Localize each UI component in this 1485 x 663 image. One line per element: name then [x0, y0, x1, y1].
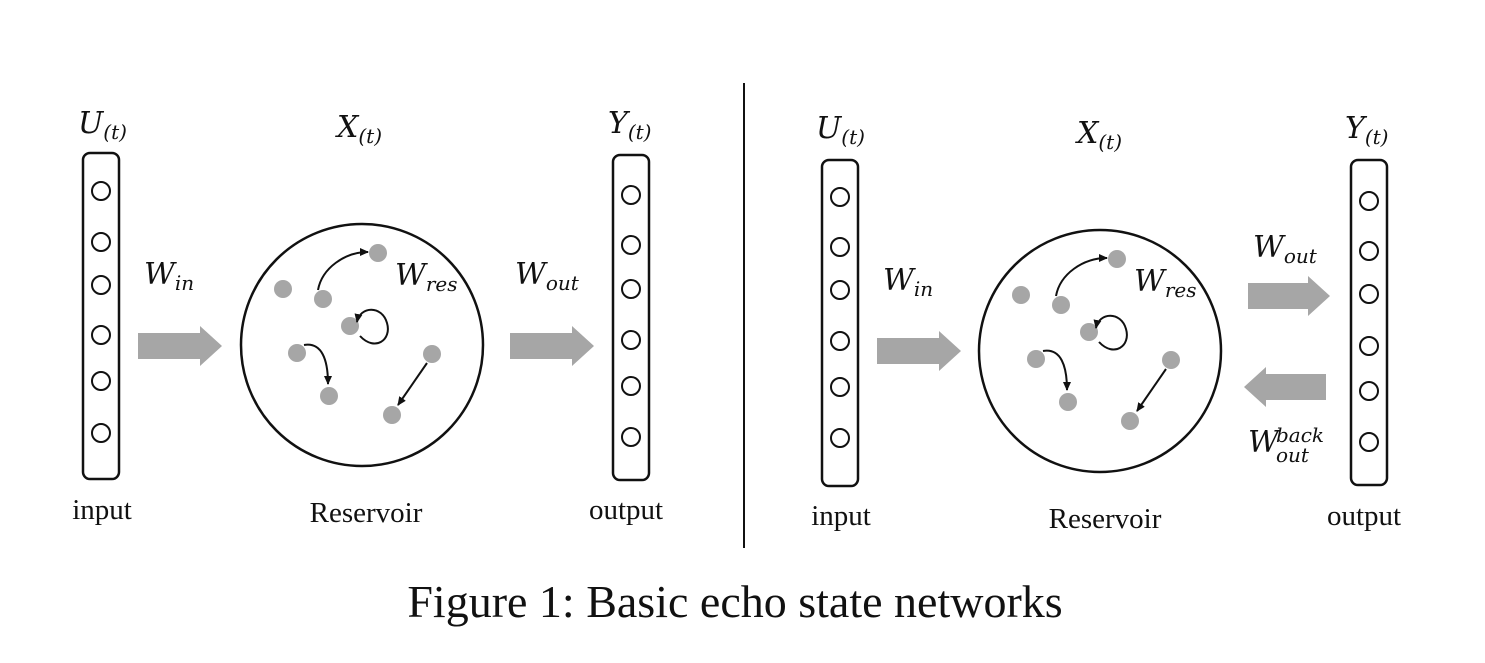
output-node	[621, 427, 641, 447]
left-reservoir	[239, 222, 485, 468]
input-node	[91, 371, 111, 391]
output-node	[1359, 432, 1379, 452]
reservoir-neuron	[1012, 286, 1030, 304]
right-w-res-label: Wres	[1134, 264, 1197, 302]
right-reservoir-neurons	[1012, 250, 1180, 430]
right-input-arrow	[877, 331, 961, 371]
reservoir-neuron	[1121, 412, 1139, 430]
left-output-symbol: Y(t)	[608, 106, 651, 144]
input-node	[830, 280, 850, 300]
right-input-nodes	[830, 187, 850, 448]
reservoir-neuron	[314, 290, 332, 308]
output-node	[1359, 336, 1379, 356]
left-w-out-label: Wout	[515, 257, 580, 295]
output-node	[621, 235, 641, 255]
reservoir-neuron	[369, 244, 387, 262]
input-node	[830, 428, 850, 448]
left-reservoir-connections	[303, 248, 428, 406]
connection-arrow	[1136, 368, 1167, 412]
left-input-symbol: U(t)	[78, 106, 127, 144]
input-node	[91, 275, 111, 295]
right-w-back-label: W	[1248, 425, 1281, 460]
figure-caption: Figure 1: Basic echo state networks	[407, 576, 1063, 627]
reservoir-neuron	[320, 387, 338, 405]
left-input-layer	[81, 151, 121, 481]
connection-arrow	[317, 248, 369, 291]
left-input-label: input	[72, 494, 132, 526]
right-w-back-sup: back	[1276, 423, 1324, 447]
output-node	[621, 376, 641, 396]
left-output-arrow	[510, 326, 594, 366]
output-node	[621, 279, 641, 299]
connection-arrow	[303, 343, 332, 385]
input-node	[830, 237, 850, 257]
connection-arrow	[397, 362, 428, 406]
right-input-layer	[820, 158, 860, 488]
reservoir-neuron	[1059, 393, 1077, 411]
input-node	[91, 423, 111, 443]
input-node	[91, 181, 111, 201]
output-node	[1359, 241, 1379, 261]
input-node	[91, 325, 111, 345]
left-reservoir-label: Reservoir	[310, 497, 423, 529]
right-input-label: input	[811, 500, 871, 532]
right-output-label: output	[1327, 500, 1401, 532]
connection-arrow	[1055, 254, 1108, 297]
right-reservoir-symbol: X(t)	[1075, 116, 1122, 154]
right-output-symbol: Y(t)	[1345, 111, 1388, 149]
left-w-res-label: Wres	[395, 258, 458, 296]
reservoir-neuron	[383, 406, 401, 424]
reservoir-neuron	[1162, 351, 1180, 369]
reservoir-neuron	[1108, 250, 1126, 268]
reservoir-neuron	[1027, 350, 1045, 368]
right-output-arrow	[1248, 276, 1330, 316]
input-node	[830, 331, 850, 351]
input-node	[91, 232, 111, 252]
input-node	[830, 187, 850, 207]
right-w-out-label: Wout	[1253, 230, 1318, 268]
output-node	[1359, 191, 1379, 211]
right-w-in-label: Win	[883, 263, 933, 301]
left-output-layer	[611, 153, 651, 482]
self-loop-arrow	[1093, 314, 1128, 351]
left-output-nodes	[621, 185, 641, 447]
input-node	[830, 377, 850, 397]
output-node	[621, 330, 641, 350]
left-input-arrow	[138, 326, 222, 366]
right-feedback-arrow	[1244, 367, 1326, 407]
reservoir-neuron	[1080, 323, 1098, 341]
right-reservoir-connections	[1042, 254, 1167, 412]
right-w-back-sub: out	[1276, 443, 1310, 467]
reservoir-neuron	[341, 317, 359, 335]
right-input-symbol: U(t)	[816, 111, 865, 149]
reservoir-neuron	[288, 344, 306, 362]
output-node	[621, 185, 641, 205]
left-reservoir-symbol: X(t)	[335, 110, 382, 148]
right-diagram: U(t) input Win X(t)	[811, 111, 1401, 535]
output-node	[1359, 381, 1379, 401]
left-output-label: output	[589, 494, 663, 526]
reservoir-neuron	[274, 280, 292, 298]
left-diagram: U(t) input Win X(t)	[72, 106, 663, 529]
connection-arrow	[1042, 349, 1071, 391]
right-output-layer	[1349, 158, 1389, 487]
left-w-in-label: Win	[144, 257, 194, 295]
left-input-nodes	[91, 181, 111, 443]
reservoir-neuron	[423, 345, 441, 363]
right-reservoir-label: Reservoir	[1049, 503, 1162, 535]
reservoir-neuron	[1052, 296, 1070, 314]
left-reservoir-neurons	[274, 244, 441, 424]
output-node	[1359, 284, 1379, 304]
right-output-nodes	[1359, 191, 1379, 452]
right-reservoir	[977, 228, 1223, 474]
self-loop-arrow	[354, 308, 389, 345]
